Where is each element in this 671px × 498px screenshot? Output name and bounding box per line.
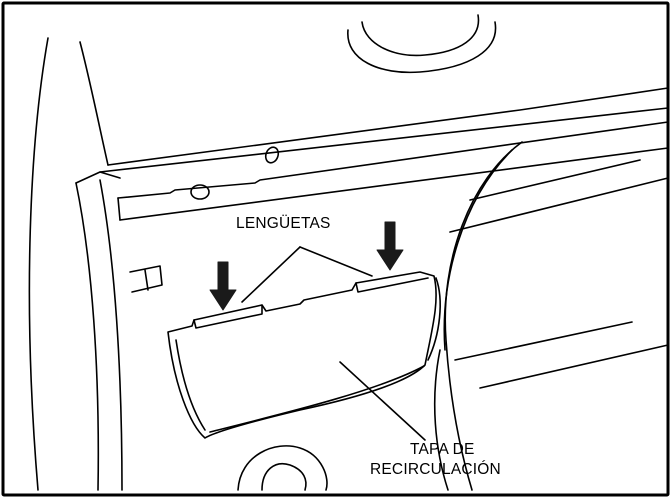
opening-top-rim — [107, 87, 669, 166]
frame-left-post-2 — [99, 179, 123, 491]
frame-left-post-1 — [75, 182, 100, 491]
rim-hole-1 — [264, 146, 280, 164]
cover-tab-right — [355, 277, 429, 293]
label-cover-line2: RECIRCULACIÓN — [370, 461, 501, 478]
channel-bottom — [117, 121, 669, 199]
channel-top — [99, 107, 669, 173]
channel-inner-line — [119, 147, 669, 221]
tabs-leader-left — [241, 246, 301, 303]
drum-lower-line — [433, 349, 449, 491]
interior-line-3 — [454, 321, 633, 361]
top-panel-edge — [79, 41, 109, 166]
drum-curve-outer — [444, 141, 523, 491]
cover-bottom-edge — [209, 365, 425, 433]
frame-left-lip-outer — [75, 171, 121, 184]
arrow-left — [209, 261, 237, 311]
cover-leader — [339, 361, 426, 441]
tabs-leader-right — [299, 246, 373, 277]
left-latch-edge — [144, 269, 149, 291]
top-opening-inner — [361, 14, 480, 57]
cover-right-edge — [427, 277, 441, 361]
drum-curve-inner — [443, 149, 513, 351]
recirculation-cover — [167, 271, 441, 439]
cover-inner-left — [175, 339, 206, 431]
label-tabs: LENGÜETAS — [236, 214, 331, 232]
label-cover-line1: TAPA DE — [410, 441, 475, 458]
rim-hole-2 — [190, 184, 210, 200]
bottom-drain-outer — [237, 445, 328, 491]
cabinet-left-edge — [28, 37, 49, 491]
channel-front-step — [117, 197, 121, 221]
interior-line-4 — [479, 344, 669, 389]
top-opening-outer — [347, 21, 497, 74]
cover-tab-left — [193, 304, 263, 329]
interior-line-2 — [449, 177, 669, 233]
cover-outline — [167, 271, 437, 439]
interior-line-1 — [469, 159, 641, 201]
arrow-right — [376, 221, 404, 271]
bottom-drain-inner — [261, 463, 307, 491]
